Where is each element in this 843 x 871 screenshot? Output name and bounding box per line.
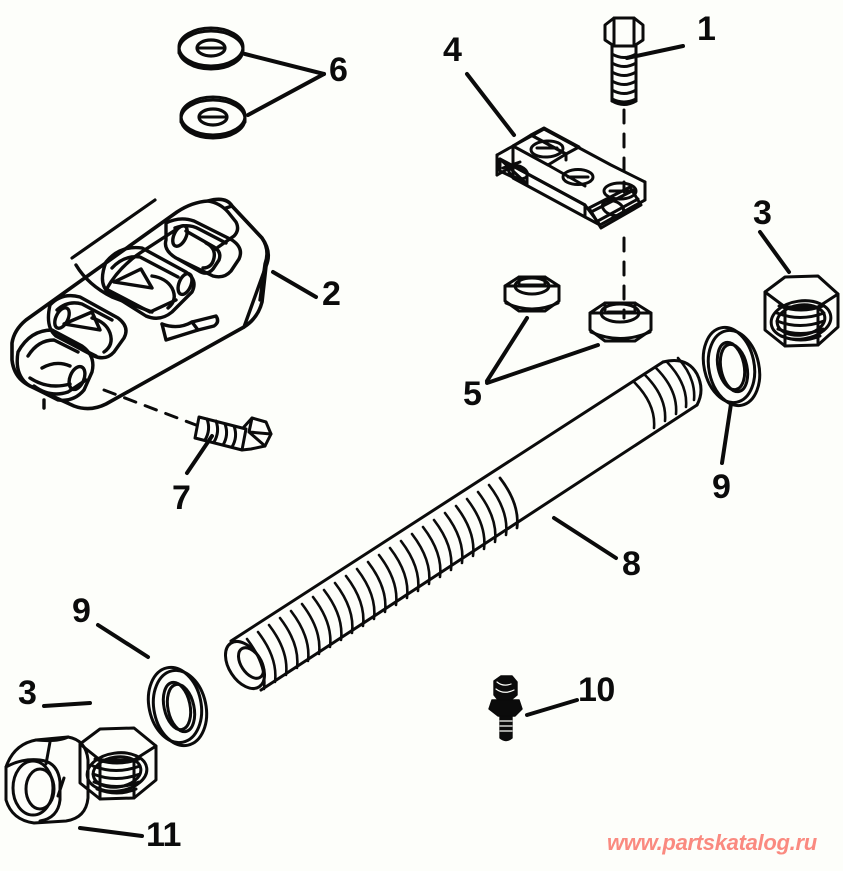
leader-9-lower <box>96 623 150 659</box>
callout-label-8: 8 <box>622 545 641 583</box>
leader-10 <box>525 698 579 717</box>
callout-label-9-lower: 9 <box>72 592 91 630</box>
leader-9-upper <box>720 402 733 465</box>
part-4-clamp-bracket <box>495 126 647 230</box>
part-2-steering-yoke <box>10 197 271 411</box>
part-7-assembly-axis-dashed <box>102 388 198 427</box>
leader-11 <box>78 826 144 838</box>
part-10-grease-fitting <box>488 675 523 742</box>
part-5-nut-right <box>588 301 653 343</box>
part-3-jam-nut-upper <box>763 274 840 348</box>
leader-7 <box>185 434 214 475</box>
callout-label-10: 10 <box>578 671 615 709</box>
part-3-jam-nut-lower <box>78 726 158 801</box>
callout-label-4: 4 <box>443 31 462 69</box>
callout-label-9-upper: 9 <box>712 468 731 506</box>
part-5-nut-left <box>503 275 561 313</box>
part-6-washer-upper <box>177 26 245 71</box>
part-9-washer-upper <box>701 325 762 408</box>
callout-label-6: 6 <box>329 51 348 89</box>
leader-2 <box>271 270 318 299</box>
leader-8 <box>552 516 618 560</box>
leader-5b <box>485 343 600 385</box>
callout-label-3-upper: 3 <box>753 194 772 232</box>
part-8-tilt-tube <box>223 356 703 692</box>
callout-label-3-lower: 3 <box>18 674 37 712</box>
leader-4 <box>465 72 516 137</box>
site-watermark: www.partskatalog.ru <box>607 830 817 855</box>
callout-label-7: 7 <box>172 479 191 517</box>
callout-label-11: 11 <box>146 816 181 854</box>
leader-3-lower <box>42 701 92 708</box>
leader-6a <box>243 52 326 76</box>
callout-label-2: 2 <box>322 275 341 313</box>
leader-3-upper <box>758 230 791 274</box>
part-6-washer-lower <box>179 95 247 140</box>
callout-label-5: 5 <box>463 375 482 413</box>
leader-6b <box>246 72 326 117</box>
leader-1 <box>625 44 685 60</box>
part-1-hex-bolt <box>603 16 645 106</box>
part-11-grommet-cap <box>4 735 90 825</box>
leader-5a <box>485 316 529 383</box>
callout-label-1: 1 <box>697 10 716 48</box>
part-7-hex-screw <box>193 415 273 452</box>
callout-leader-lines <box>42 44 791 838</box>
part-9-washer-lower <box>146 665 209 748</box>
